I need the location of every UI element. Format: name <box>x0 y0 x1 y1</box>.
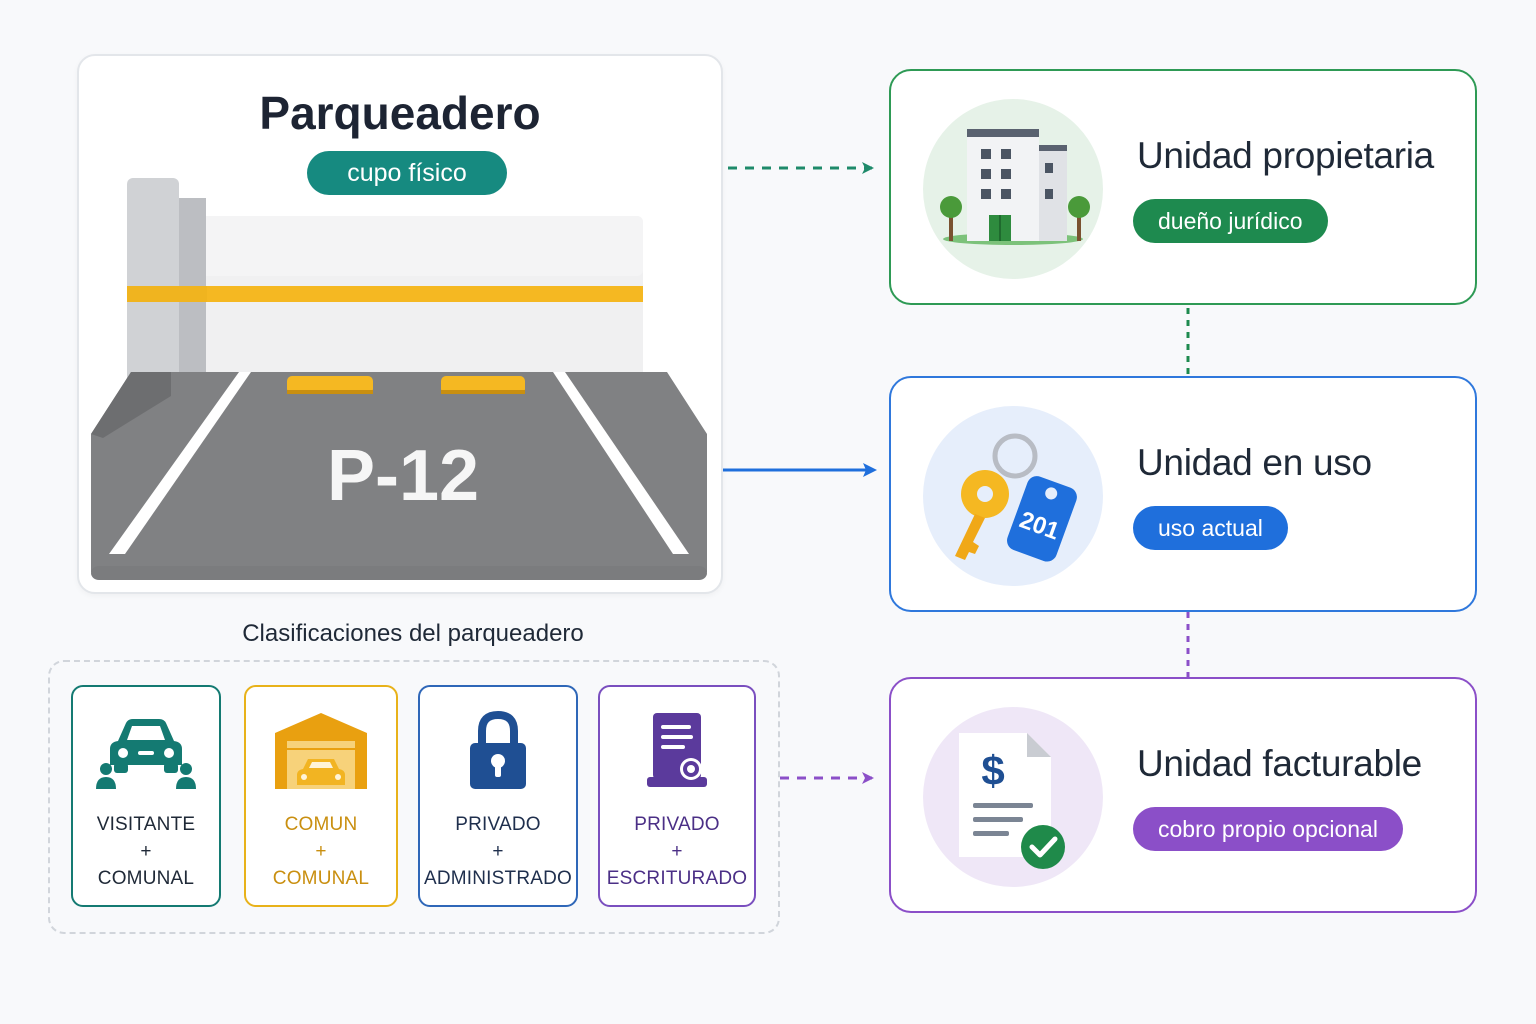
use-unit-card: 201 Unidad en uso uso actual <box>889 376 1477 612</box>
class-line1: VISITANTE <box>96 814 196 835</box>
class-plus: + <box>140 841 152 862</box>
class-plus: + <box>492 841 504 862</box>
garage-car-icon <box>275 713 367 789</box>
billing-unit-card: $ Unidad facturable cobro propio opciona… <box>889 677 1477 913</box>
class-plus: + <box>671 841 683 862</box>
physical-spot-badge: cupo físico <box>307 151 507 195</box>
class-line2: ESCRITURADO <box>606 868 748 889</box>
classifications-group: VISITANTE + COMUNAL COMUN + COMUNAL <box>48 660 780 934</box>
class-card-privado-escriturado: PRIVADO + ESCRITURADO <box>598 685 756 907</box>
class-line2: COMUNAL <box>272 868 370 889</box>
padlock-icon <box>470 711 526 789</box>
class-line2: COMUNAL <box>97 868 195 889</box>
owner-unit-badge: dueño jurídico <box>1133 199 1328 243</box>
car-with-people-icon <box>96 719 196 789</box>
use-unit-title: Unidad en uso <box>1137 442 1372 483</box>
dollar-sign-icon: $ <box>981 747 1004 794</box>
class-card-comun-comunal: COMUN + COMUNAL <box>244 685 398 907</box>
spot-code: P-12 <box>327 436 479 516</box>
parking-spot-illustration: P-12 <box>91 178 707 580</box>
key-tag-icon: 201 <box>955 433 1077 562</box>
owner-unit-card: Unidad propietaria dueño jurídico <box>889 69 1477 305</box>
parking-card: Parqueadero cupo físico P-12 <box>77 54 723 594</box>
class-plus: + <box>315 841 327 862</box>
deed-certificate-icon <box>647 713 707 787</box>
class-card-visitante-comunal: VISITANTE + COMUNAL <box>71 685 221 907</box>
billing-unit-badge: cobro propio opcional <box>1133 807 1403 851</box>
use-unit-badge: uso actual <box>1133 506 1288 550</box>
class-line1: PRIVADO <box>455 814 541 835</box>
billing-unit-title: Unidad facturable <box>1137 743 1422 784</box>
building-icon <box>940 129 1090 245</box>
class-line1: COMUN <box>284 814 358 835</box>
owner-unit-title: Unidad propietaria <box>1137 135 1434 176</box>
parking-title: Parqueadero <box>259 87 541 139</box>
class-line1: PRIVADO <box>634 814 720 835</box>
class-line2: ADMINISTRADO <box>423 868 573 889</box>
invoice-check-icon: $ <box>959 733 1065 869</box>
classifications-title: Clasificaciones del parqueadero <box>242 620 584 647</box>
class-card-privado-administrado: PRIVADO + ADMINISTRADO <box>418 685 578 907</box>
